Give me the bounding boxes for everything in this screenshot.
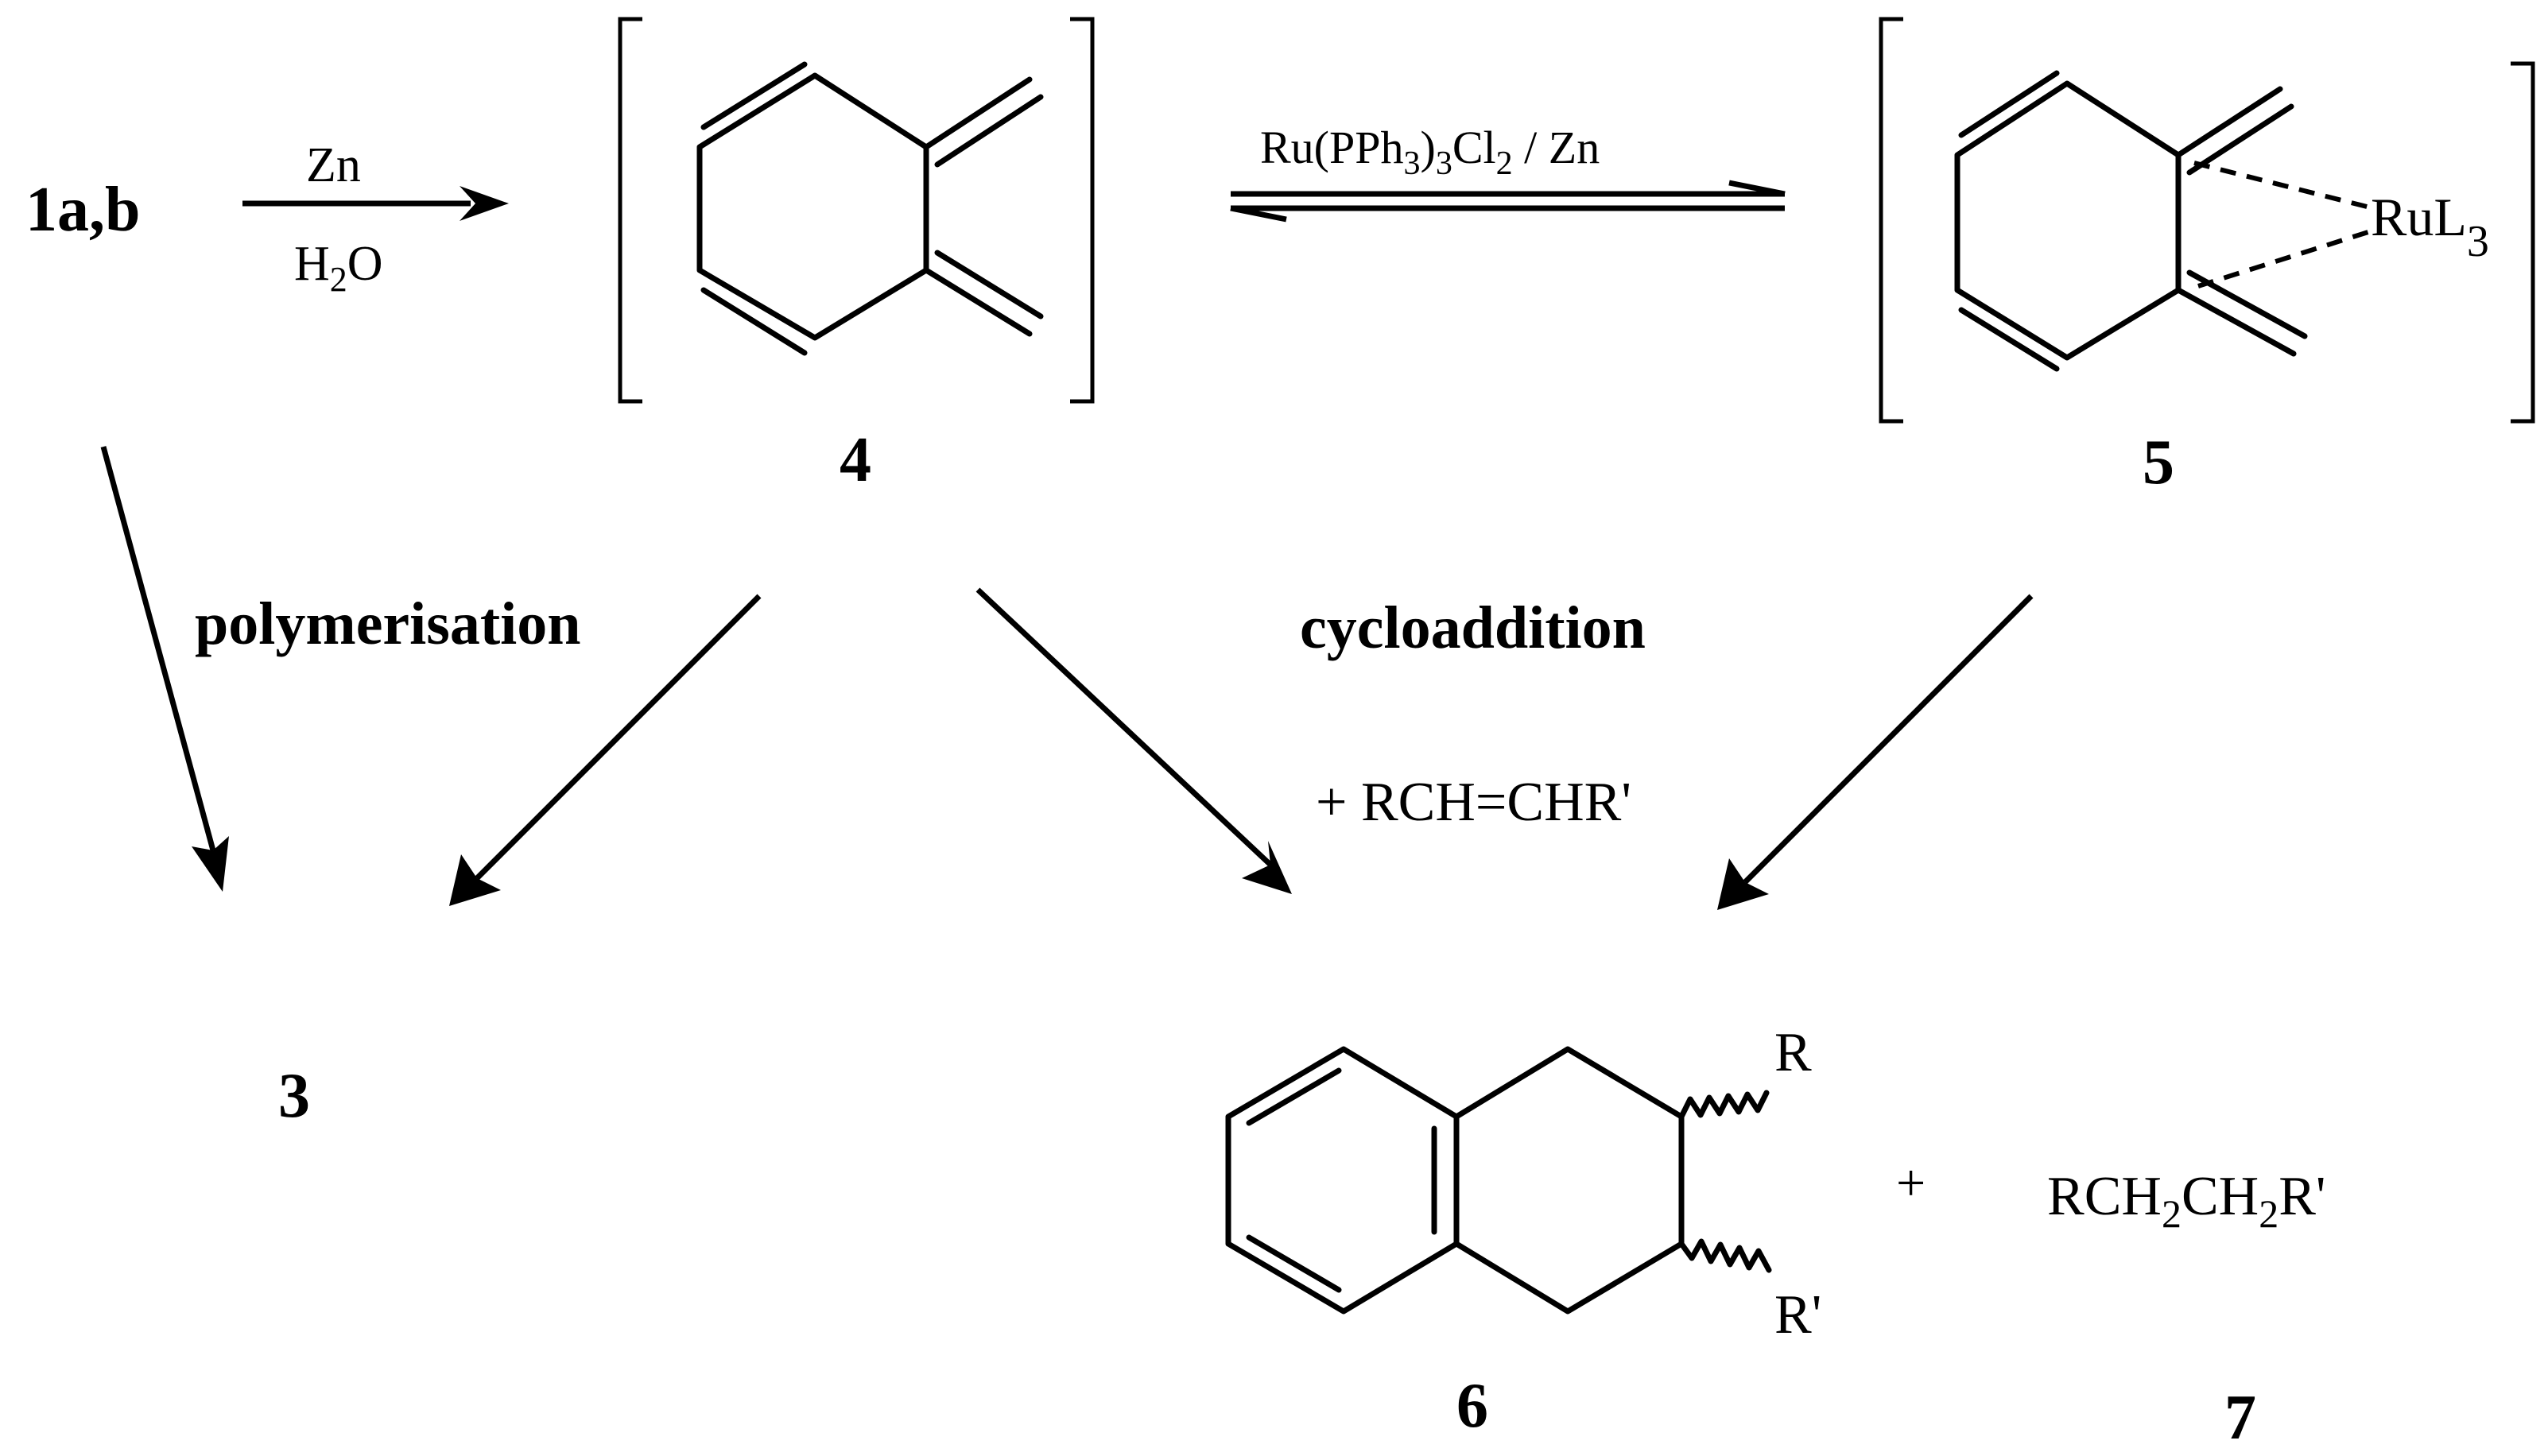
label-7: 7 [2224,1383,2256,1453]
reagent-zn: Zn [306,138,361,192]
reagent-ru-complex: Ru(PPh3)3Cl2 / Zn [1260,122,1600,182]
structure-5 [1879,17,2535,424]
arrow-4-to-6 [975,587,1292,894]
arrow-5-to-6 [1717,594,2034,910]
arrow-1ab-to-3 [100,446,229,892]
label-r: R [1774,1022,1812,1083]
label-3: 3 [278,1061,310,1131]
plus-sign: + [1896,1154,1926,1212]
label-rul3: RuL3 [2371,187,2489,266]
reagent-water: H2O [294,237,383,299]
equilibrium-arrows [1230,180,1786,223]
label-4: 4 [840,425,871,495]
label-6: 6 [1456,1371,1488,1441]
structure-6 [1225,1046,1772,1315]
formula-7: RCH2CH2R' [2047,1166,2326,1236]
label-r-prime: R' [1774,1284,1821,1346]
arrow-4-to-3 [449,594,762,906]
label-cycloaddition: cycloaddition [1300,594,1646,661]
reagent-alkene: + RCH=CHR' [1316,772,1631,833]
structure-4 [618,17,1095,404]
arrow-zn-water [242,186,509,221]
label-polymerisation: polymerisation [195,591,581,657]
label-1ab: 1a,b [25,175,141,245]
label-5: 5 [2143,428,2174,498]
